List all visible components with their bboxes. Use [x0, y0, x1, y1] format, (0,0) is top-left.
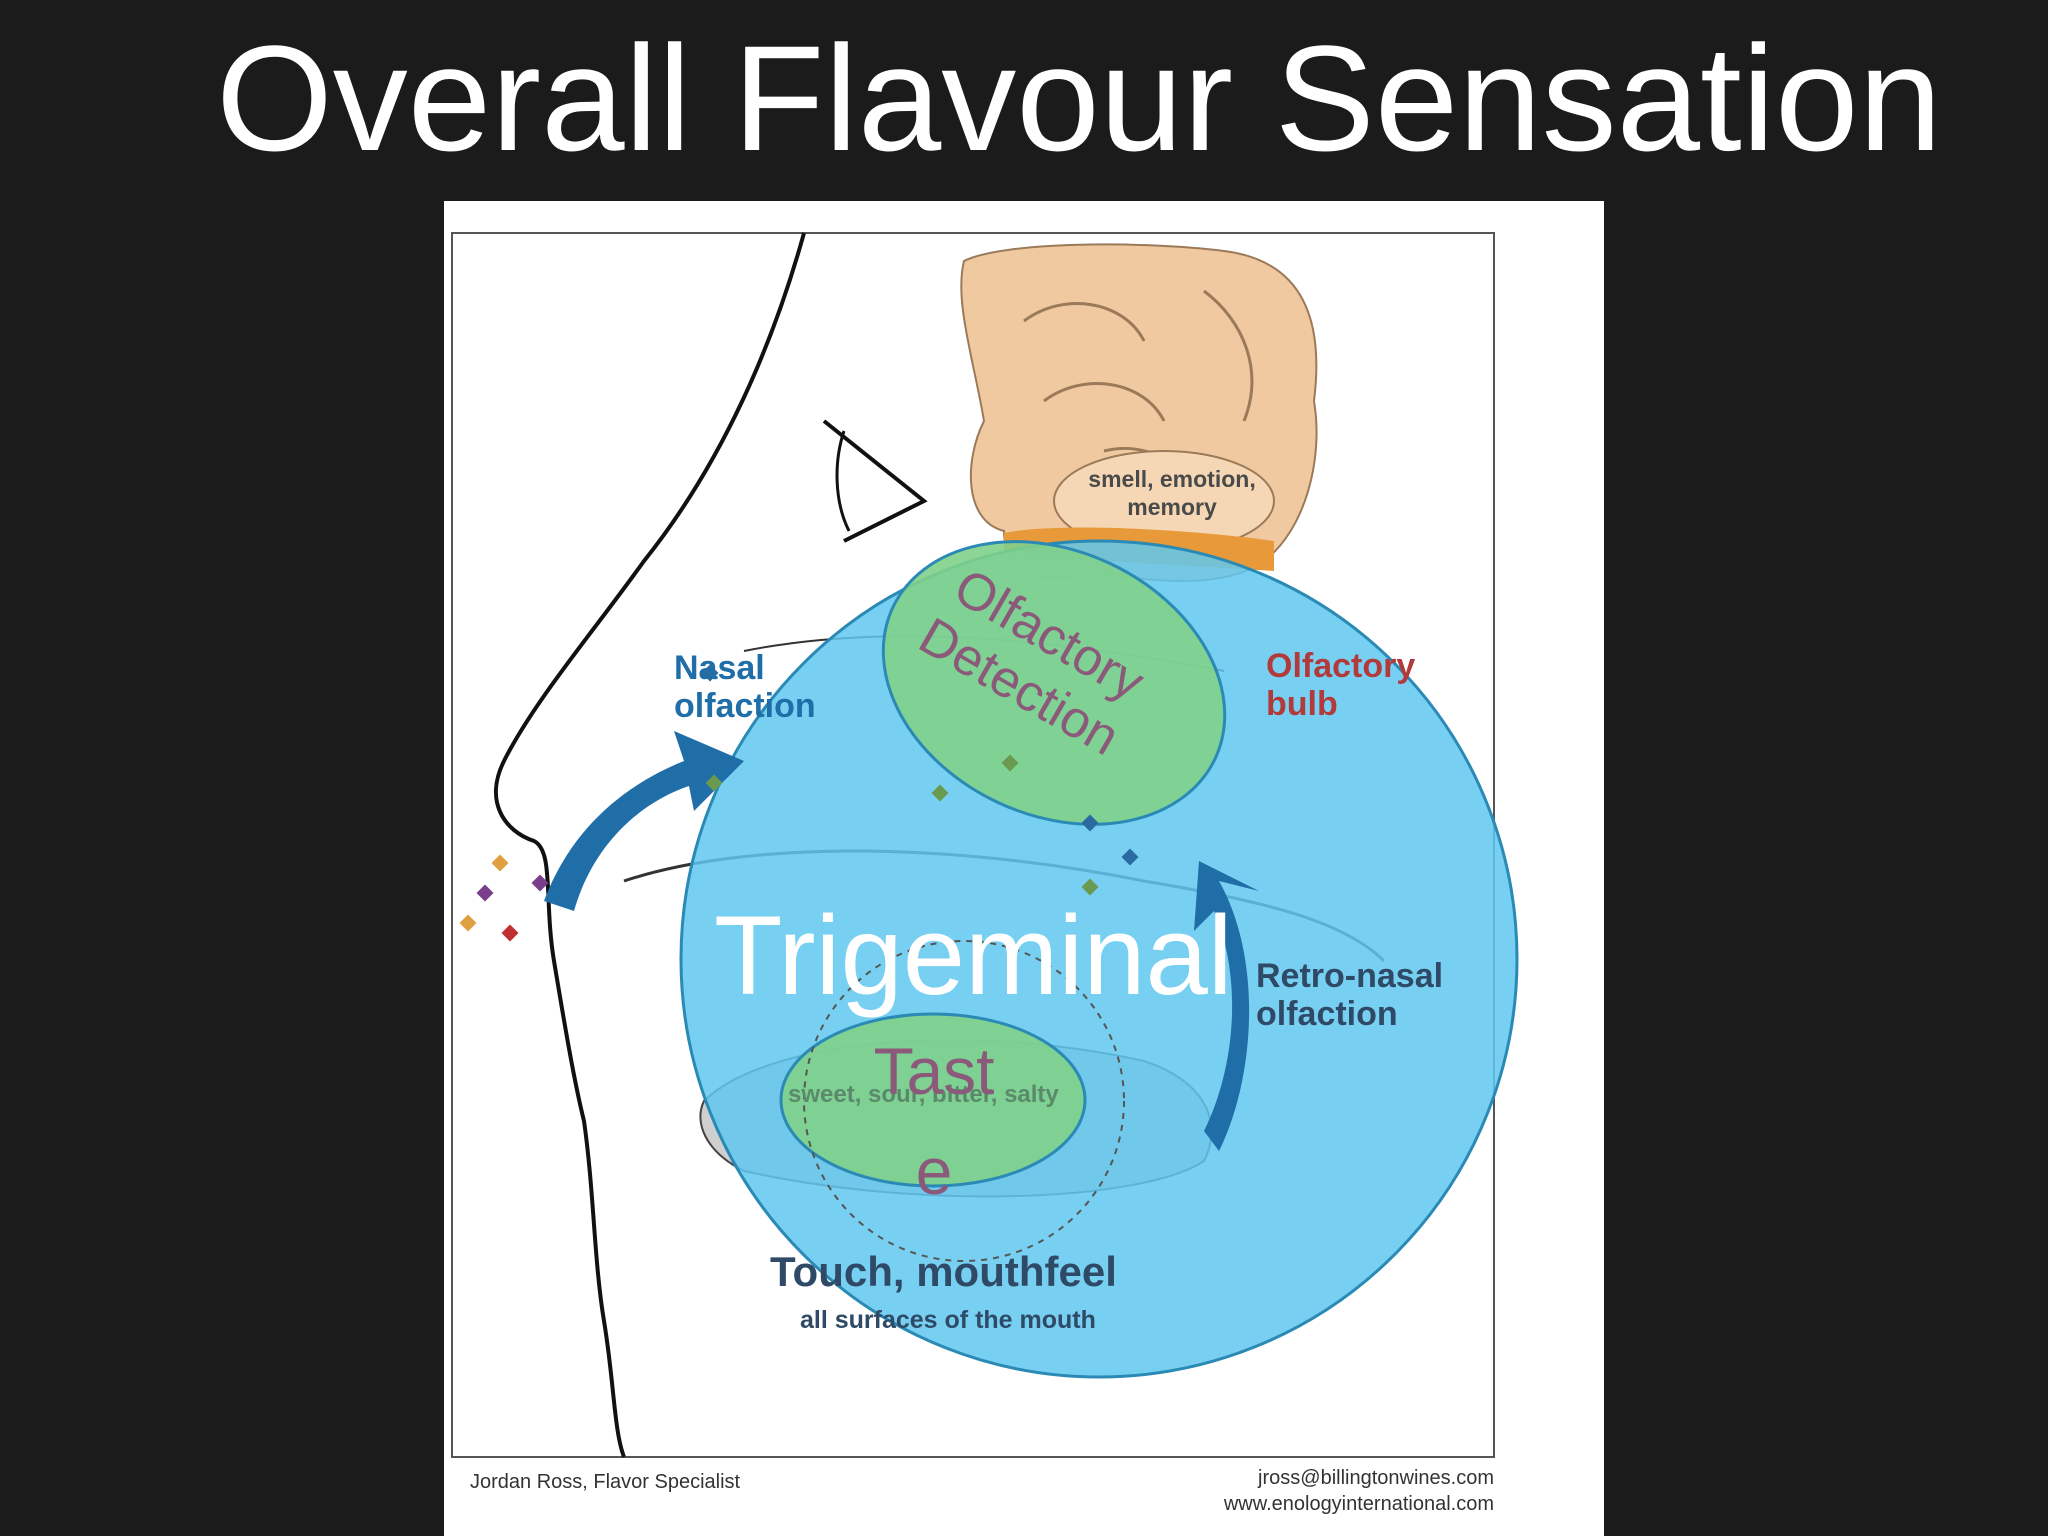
nasal-arrow — [544, 731, 744, 911]
bulb-label-line-1: Olfactory — [1266, 647, 1416, 685]
credit-right-line-1: jross@billingtonwines.com — [1258, 1467, 1494, 1489]
touch-mouthfeel-subtitle: all surfaces of the mouth — [800, 1306, 1096, 1334]
tongue-label: sweet, sour, bitter, salty — [788, 1081, 1059, 1108]
odour-particles — [459, 664, 1139, 942]
taste-ellipse — [779, 1012, 1087, 1188]
flavour-diagram: smell, emotion, memory Nasal olfaction O… — [444, 201, 1604, 1536]
nasal-label-line-1: Nasal — [674, 649, 765, 687]
retronasal-arrow — [1194, 861, 1259, 1151]
trigeminal-label: Trigeminal — [714, 893, 1233, 1018]
taste-label-line-1: Tast — [873, 1034, 995, 1108]
credit-left: Jordan Ross, Flavor Specialist — [470, 1471, 741, 1493]
brain-label-line-2: memory — [1127, 494, 1217, 520]
nasal-olfaction-label: Nasal olfaction — [674, 649, 816, 725]
slide-title: Overall Flavour Sensation — [216, 14, 1942, 182]
head-illustration — [451, 232, 1519, 1458]
credit-right-line-2: www.enologyinternational.com — [1223, 1493, 1494, 1515]
brain-label-line-1: smell, emotion, — [1088, 466, 1256, 492]
nasal-label-line-2: olfaction — [674, 687, 816, 725]
face-profile — [493, 232, 806, 1458]
bulb-label-line-2: bulb — [1266, 685, 1338, 723]
olfactory-ellipse — [881, 540, 1227, 826]
retronasal-label: Retro-nasal olfaction — [1256, 957, 1443, 1033]
retro-label-line-1: Retro-nasal — [1256, 957, 1444, 995]
touch-mouthfeel-title: Touch, mouthfeel — [770, 1248, 1117, 1295]
brain-label: smell, emotion, memory — [1072, 465, 1272, 521]
credit-right: jross@billingtonwines.com www.enologyint… — [1194, 1465, 1494, 1517]
brain-folds — [1023, 289, 1254, 502]
eye — [822, 419, 928, 543]
taste-label-line-2: e — [915, 1134, 953, 1208]
mouth-outline — [803, 940, 1125, 1262]
retro-label-line-2: olfaction — [1256, 995, 1398, 1033]
olfactory-bulb-label: Olfactory bulb — [1266, 647, 1415, 723]
taste-label: Tast e — [834, 1021, 1034, 1221]
